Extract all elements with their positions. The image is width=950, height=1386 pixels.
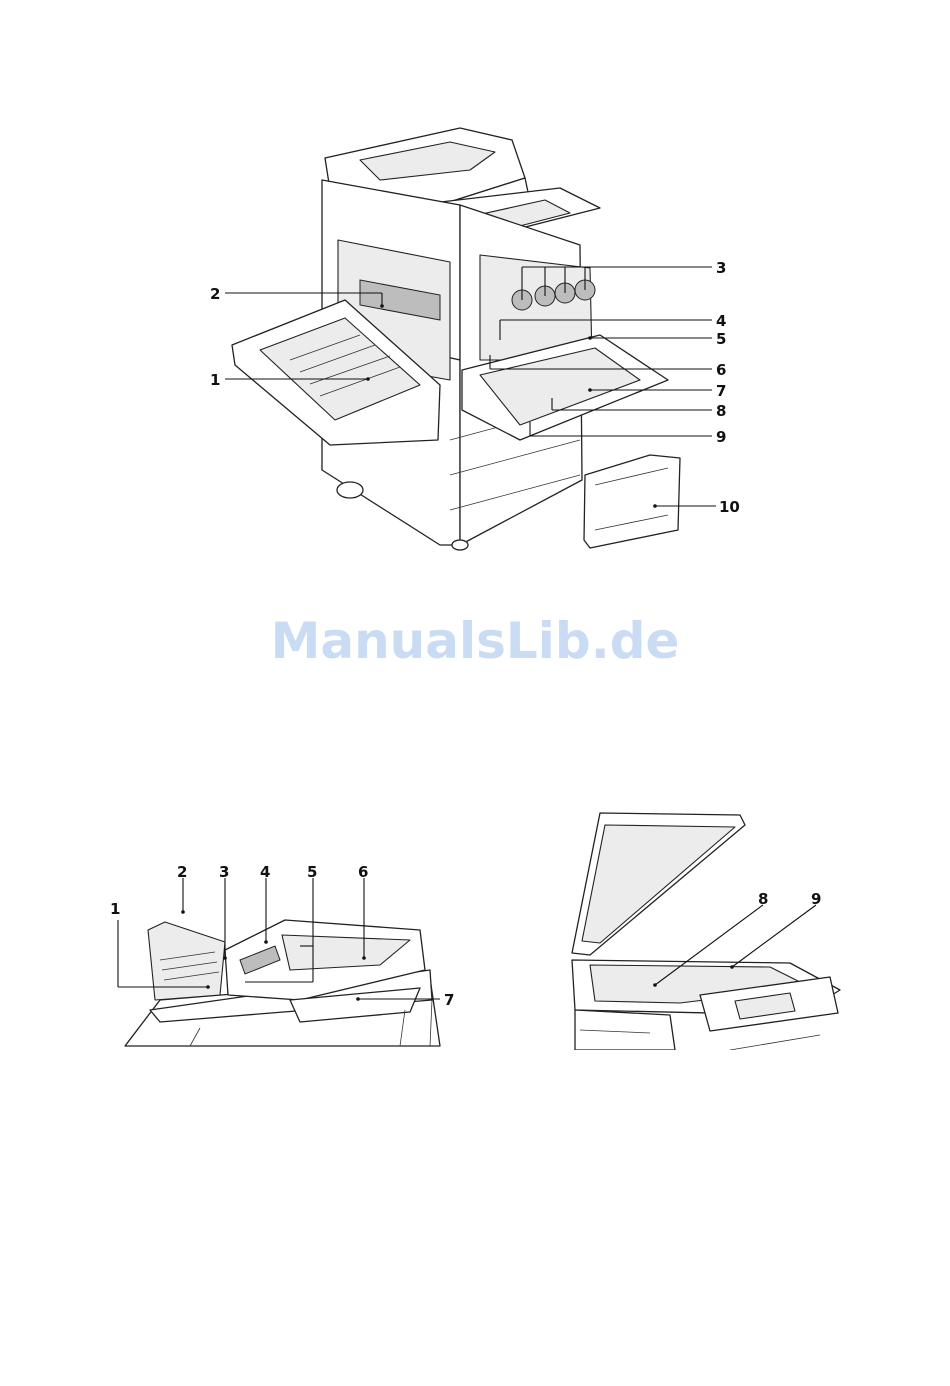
callout-8: 8 <box>716 402 726 420</box>
watermark: ManualsLib.de <box>0 612 950 670</box>
adf-callout-1: 1 <box>110 900 120 918</box>
glass-callout-8: 8 <box>758 890 768 908</box>
callout-7: 7 <box>716 382 726 400</box>
callout-10: 10 <box>719 498 740 516</box>
printer-interior-figure: 1 2 3 4 5 6 7 8 9 10 <box>0 0 950 600</box>
glass-callout-9: 9 <box>811 890 821 908</box>
document-glass-figure: 8 9 <box>560 805 860 1050</box>
adf-callout-7: 7 <box>444 991 454 1009</box>
adf-callout-4: 4 <box>260 863 270 881</box>
callout-3: 3 <box>716 259 726 277</box>
adf-callout-5: 5 <box>307 863 317 881</box>
printer-drawing <box>232 128 680 550</box>
callout-1: 1 <box>210 371 220 389</box>
adf-callout-2: 2 <box>177 863 187 881</box>
callout-2: 2 <box>210 285 220 303</box>
glass-drawing <box>572 813 840 1050</box>
callout-6: 6 <box>716 361 726 379</box>
callout-4: 4 <box>716 312 726 330</box>
callout-5: 5 <box>716 330 726 348</box>
adf-callout-6: 6 <box>358 863 368 881</box>
document-feeder-figure: 1 2 3 4 5 6 7 <box>0 850 470 1050</box>
adf-callout-3: 3 <box>219 863 229 881</box>
feeder-drawing <box>125 920 440 1046</box>
glass-callout-labels: 8 9 <box>758 890 821 908</box>
callout-9: 9 <box>716 428 726 446</box>
